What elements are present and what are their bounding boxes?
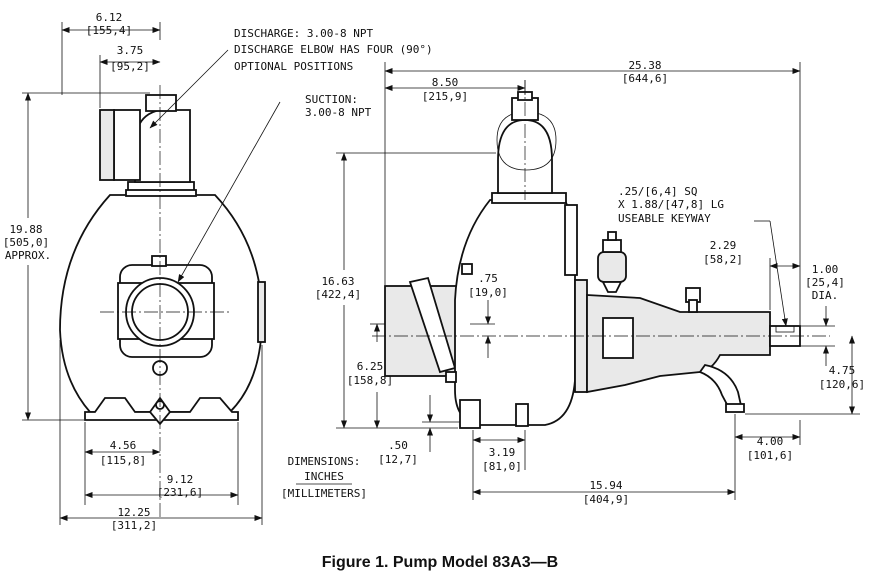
side-shaft-height-label: 4.75 xyxy=(829,364,856,377)
side-casing-foot xyxy=(459,399,481,429)
side-view: 25.38 [644,6] 8.50 [215,9] 16.63 [422,4]… xyxy=(315,59,865,506)
front-overall-width-label: 12.25 xyxy=(117,506,150,519)
svg-text:INCHES: INCHES xyxy=(304,470,344,483)
svg-text:DIMENSIONS:: DIMENSIONS: xyxy=(288,455,361,468)
side-air-valve xyxy=(597,251,627,283)
side-height-mm: [422,4] xyxy=(315,288,361,301)
front-foot-span-mm: [231,6] xyxy=(157,486,203,499)
front-side-fin xyxy=(257,281,266,343)
side-foot-length-label: 3.19 xyxy=(489,446,516,459)
front-foot-left-mm: [115,8] xyxy=(100,454,146,467)
side-base-span-label: 15.94 xyxy=(589,479,622,492)
side-suction-height-mm: [158,8] xyxy=(347,374,393,387)
svg-text:X 1.88/[47,8] LG: X 1.88/[47,8] LG xyxy=(618,198,724,211)
front-view: 6.12 [155,4] 3.75 [95,2] 19.88 [505,0] A… xyxy=(3,11,281,532)
side-overall-length-label: 25.38 xyxy=(628,59,661,72)
side-shaft-height-mm: [120,6] xyxy=(819,378,865,391)
discharge-note: DISCHARGE: 3.00-8 NPT DISCHARGE ELBOW HA… xyxy=(234,27,433,73)
front-width-top-mm: [155,4] xyxy=(86,24,132,37)
figure-caption: Figure 1. Pump Model 83A3—B xyxy=(322,554,558,571)
svg-text:DISCHARGE ELBOW HAS FOUR (90°): DISCHARGE ELBOW HAS FOUR (90°) xyxy=(234,43,433,56)
suction-note: SUCTION: 3.00-8 NPT xyxy=(305,93,372,119)
side-suction-height-label: 6.25 xyxy=(357,360,384,373)
side-height-label: 16.63 xyxy=(321,275,354,288)
side-discharge-setback-mm: [215,9] xyxy=(422,90,468,103)
front-discharge-offset-mm: [95,2] xyxy=(110,60,150,73)
svg-text:DISCHARGE: 3.00-8 NPT: DISCHARGE: 3.00-8 NPT xyxy=(234,27,373,40)
front-foot-span-label: 9.12 xyxy=(167,473,194,486)
side-shaft-ext-mm: [58,2] xyxy=(703,253,743,266)
front-base-feet xyxy=(84,397,239,421)
svg-text:.25/[6,4] SQ: .25/[6,4] SQ xyxy=(618,185,697,198)
front-elbow-cap xyxy=(145,94,177,112)
side-shaft-dia-mm: [25,4] xyxy=(805,276,845,289)
units-legend: DIMENSIONS: INCHES [MILLIMETERS] xyxy=(281,455,367,500)
side-overall-length-mm: [644,6] xyxy=(622,72,668,85)
svg-text:USEABLE KEYWAY: USEABLE KEYWAY xyxy=(618,212,711,225)
keyway-note: .25/[6,4] SQ X 1.88/[47,8] LG USEABLE KE… xyxy=(618,185,724,225)
side-shaft-dia-note: DIA. xyxy=(812,289,839,302)
side-discharge-setback-label: 8.50 xyxy=(432,76,459,89)
side-foot-length-mm: [81,0] xyxy=(482,460,522,473)
svg-text:OPTIONAL POSITIONS: OPTIONAL POSITIONS xyxy=(234,60,353,73)
front-discharge-elbow xyxy=(134,109,191,183)
front-height-note: APPROX. xyxy=(5,249,51,262)
side-shaft-dia-label: 1.00 xyxy=(812,263,839,276)
side-rear-foot-mm: [101,6] xyxy=(747,449,793,462)
side-suction-offset-label: .75 xyxy=(478,272,498,285)
front-foot-left-label: 4.56 xyxy=(110,439,137,452)
front-width-top-label: 6.12 xyxy=(96,11,123,24)
svg-text:[MILLIMETERS]: [MILLIMETERS] xyxy=(281,487,367,500)
side-suction-offset-mm: [19,0] xyxy=(468,286,508,299)
svg-text:SUCTION:: SUCTION: xyxy=(305,93,358,106)
side-base-thickness-label: .50 xyxy=(388,439,408,452)
front-overall-width-mm: [311,2] xyxy=(111,519,157,532)
side-casing xyxy=(454,199,576,426)
front-height-label: 19.88 xyxy=(9,223,42,236)
side-shaft-ext-label: 2.29 xyxy=(710,239,737,252)
front-elbow-flange xyxy=(113,109,141,181)
side-base-span-mm: [404,9] xyxy=(583,493,629,506)
svg-text:3.00-8 NPT: 3.00-8 NPT xyxy=(305,106,372,119)
side-rear-foot-label: 4.00 xyxy=(757,435,784,448)
front-discharge-offset-label: 3.75 xyxy=(117,44,144,57)
side-base-thickness-mm: [12,7] xyxy=(378,453,418,466)
front-height-mm: [505,0] xyxy=(3,236,49,249)
